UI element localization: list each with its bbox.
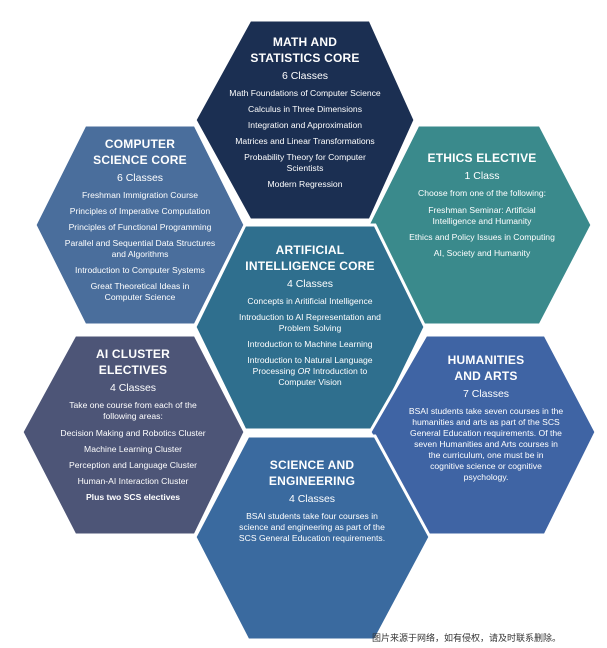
cs-item: Principles of Functional Programming bbox=[68, 222, 212, 232]
cs-item: Introduction to Computer Systems bbox=[75, 265, 205, 275]
math-item: Modern Regression bbox=[267, 179, 343, 189]
aicluster-item: Plus two SCS electives bbox=[85, 492, 181, 502]
science-count: 4 Classes bbox=[288, 493, 336, 505]
aicluster-item: Decision Making and Robotics Cluster bbox=[60, 428, 206, 438]
ai-item-or: OR bbox=[297, 366, 311, 376]
math-item: Integration and Approximation bbox=[247, 120, 363, 130]
aicluster-intro: Take one course from each of the bbox=[69, 400, 197, 410]
aicluster-item: Human-AI Interaction Cluster bbox=[77, 476, 189, 486]
ai-title-1: ARTIFICIAL bbox=[275, 243, 345, 257]
ethics-elective-block: ETHICS ELECTIVE 1 Class Choose from one … bbox=[384, 150, 580, 264]
humanities-text: General Education requirements. Of the bbox=[410, 428, 562, 438]
ai-title-2: INTELLIGENCE CORE bbox=[245, 259, 375, 273]
ethics-title: ETHICS ELECTIVE bbox=[427, 151, 537, 165]
humanities-hexagon bbox=[368, 333, 598, 537]
ai-item: Computer Vision bbox=[278, 377, 342, 387]
ethics-item: Intelligence and Humanity bbox=[432, 216, 532, 226]
aicluster-item: Machine Learning Cluster bbox=[84, 444, 182, 454]
ai-item-part: Introduction to bbox=[310, 366, 368, 376]
humanities-block: HUMANITIES AND ARTS 7 Classes BSAI stude… bbox=[388, 352, 584, 483]
cs-item: Freshman Immigration Course bbox=[81, 190, 199, 200]
ethics-intro: Choose from one of the following: bbox=[417, 188, 547, 198]
humanities-text: BSAI students take seven courses in the bbox=[408, 406, 564, 416]
ai-item: Introduction to Machine Learning bbox=[247, 339, 373, 349]
math-item: Scientists bbox=[286, 163, 324, 173]
humanities-count: 7 Classes bbox=[462, 388, 510, 400]
watermark-text: 图片来源于网络，如有侵权，请及时联系删除。 bbox=[371, 634, 561, 644]
cs-item: Computer Science bbox=[104, 292, 176, 302]
humanities-title-1: HUMANITIES bbox=[447, 353, 525, 367]
ai-item-part: Processing bbox=[252, 366, 298, 376]
science-title-2: ENGINEERING bbox=[268, 474, 356, 488]
math-count: 6 Classes bbox=[281, 70, 329, 82]
math-title-2: STATISTICS CORE bbox=[250, 51, 360, 65]
aicluster-item: Perception and Language Cluster bbox=[68, 460, 198, 470]
ethics-item: AI, Society and Humanity bbox=[433, 248, 531, 258]
math-item: Probability Theory for Computer bbox=[244, 152, 366, 162]
cs-count: 6 Classes bbox=[116, 172, 164, 184]
humanities-text: humanities and arts as part of the SCS bbox=[412, 417, 560, 427]
cs-item: Principles of Imperative Computation bbox=[69, 206, 211, 216]
aicluster-title-2: ELECTIVES bbox=[98, 363, 168, 377]
ethics-item: Ethics and Policy Issues in Computing bbox=[409, 232, 555, 242]
humanities-text: the curriculum, one must be in bbox=[428, 450, 544, 460]
ai-cluster-block: AI CLUSTER ELECTIVES 4 Classes Take one … bbox=[38, 346, 228, 508]
cs-title-2: SCIENCE CORE bbox=[93, 153, 187, 167]
science-text: science and engineering as part of the bbox=[239, 522, 385, 532]
science-text: SCS General Education requirements. bbox=[238, 533, 386, 543]
aicluster-count: 4 Classes bbox=[109, 382, 157, 394]
math-item: Calculus in Three Dimensions bbox=[248, 104, 362, 114]
ai-core-block: ARTIFICIAL INTELLIGENCE CORE 4 Classes C… bbox=[212, 242, 408, 393]
ai-item: Problem Solving bbox=[278, 323, 342, 333]
humanities-text: psychology. bbox=[463, 472, 509, 482]
math-item: Matrices and Linear Transformations bbox=[235, 136, 375, 146]
science-title-1: SCIENCE AND bbox=[269, 458, 355, 472]
cs-item: Great Theoretical Ideas in bbox=[90, 281, 190, 291]
humanities-text: cognitive science or cognitive bbox=[430, 461, 542, 471]
cs-item: and Algorithms bbox=[111, 249, 169, 259]
cs-core-block: COMPUTER SCIENCE CORE 6 Classes Freshman… bbox=[45, 136, 235, 308]
aicluster-title-1: AI CLUSTER bbox=[96, 347, 170, 361]
math-core-block: MATH AND STATISTICS CORE 6 Classes Math … bbox=[210, 34, 400, 195]
science-text: BSAI students take four courses in bbox=[246, 511, 378, 521]
ai-item: Processing OR Introduction to bbox=[239, 366, 381, 377]
science-block: SCIENCE AND ENGINEERING 4 Classes BSAI s… bbox=[212, 457, 412, 544]
ai-item: Introduction to Natural Language bbox=[247, 355, 373, 365]
aicluster-intro: following areas: bbox=[103, 411, 163, 421]
math-title-1: MATH AND bbox=[272, 35, 338, 49]
cs-title-1: COMPUTER bbox=[104, 137, 176, 151]
ethics-item: Freshman Seminar: Artificial bbox=[428, 205, 536, 215]
ai-item: Concepts in Aritificial Intelligence bbox=[247, 296, 373, 306]
humanities-title-2: AND ARTS bbox=[454, 369, 518, 383]
cs-item: Parallel and Sequential Data Structures bbox=[64, 238, 216, 248]
math-item: Math Foundations of Computer Science bbox=[229, 88, 381, 98]
ai-item: Introduction to AI Representation and bbox=[239, 312, 381, 322]
science-hexagon bbox=[193, 434, 432, 642]
ai-count: 4 Classes bbox=[286, 278, 334, 290]
humanities-text: seven Humanities and Arts courses in bbox=[414, 439, 558, 449]
ethics-count: 1 Class bbox=[464, 170, 500, 182]
